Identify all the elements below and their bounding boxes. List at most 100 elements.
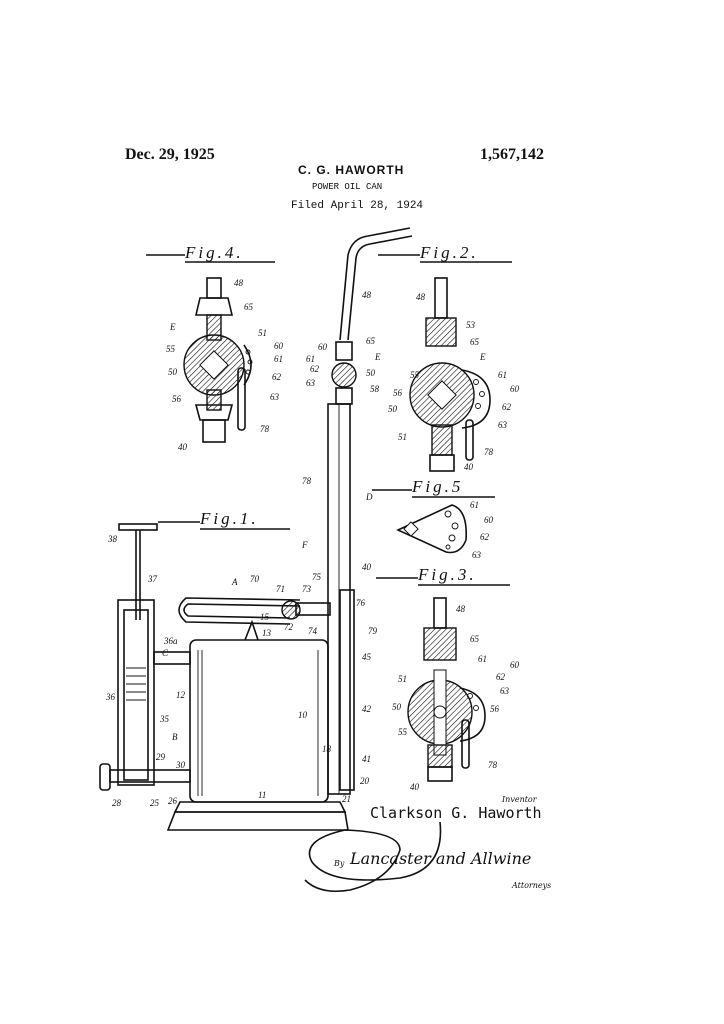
reference-numeral: 11 [258,790,266,800]
reference-numeral: 50 [168,367,178,377]
inventor-name: Clarkson G. Haworth [370,804,542,822]
reference-numeral: 71 [276,584,285,594]
reference-numeral: 48 [456,604,466,614]
reference-numeral: 58 [370,384,380,394]
reference-numeral: 65 [470,634,480,644]
reference-numeral: 38 [107,534,118,544]
reference-numeral: 50 [388,404,398,414]
inventor-label: Inventor [501,795,538,804]
reference-numeral: 63 [498,420,508,430]
reference-numeral: 62 [480,532,490,542]
patent-title: POWER OIL CAN [312,182,383,192]
reference-numeral: 75 [312,572,322,582]
reference-numeral: 60 [318,342,328,352]
signature-block: Inventor Clarkson G. Haworth By Lancaste… [304,795,551,893]
reference-numeral: B [172,732,178,742]
reference-numeral: 45 [362,652,372,662]
patent-number: 1,567,142 [480,146,544,163]
reference-numeral: 56 [393,388,403,398]
reference-numeral: 25 [150,798,160,808]
reference-numeral: 65 [244,302,254,312]
reference-numeral: 40 [410,782,420,792]
reference-numeral: 29 [156,752,166,762]
reference-numeral: 72 [284,622,294,632]
reference-numeral: 41 [362,754,371,764]
reference-numeral: E [169,322,176,332]
reference-numeral: 53 [466,320,476,330]
reference-numeral: 70 [250,574,260,584]
reference-numeral: 48 [416,292,426,302]
reference-numeral: 40 [362,562,372,572]
reference-numeral: 51 [398,432,407,442]
reference-numeral: 60 [510,384,520,394]
reference-numeral: 56 [490,704,500,714]
reference-numeral: 28 [112,798,122,808]
reference-numeral: 48 [362,290,372,300]
reference-numeral: 50 [392,702,402,712]
fig4-label: Fig.4. [184,243,244,262]
reference-numeral: 36a [163,636,178,646]
reference-numeral: 76 [356,598,366,608]
reference-numeral: D [365,492,373,502]
reference-numeral: E [374,352,381,362]
reference-numeral: 74 [308,626,318,636]
inventor-header: C. G. HAWORTH [298,163,405,177]
filing-date: Filed April 28, 1924 [291,200,424,212]
reference-numeral: 13 [262,628,272,638]
reference-numeral: 36 [105,692,116,702]
reference-numeral: C [162,648,169,658]
by-label: By [333,859,345,868]
reference-numeral: 40 [464,462,474,472]
reference-numeral: 15 [260,612,270,622]
fig1-label: Fig.1. [199,509,259,528]
figure-4: Fig.4. 48 65 E 51 55 60 61 50 62 56 63 7… [146,243,284,452]
reference-numeral: 62 [272,372,282,382]
reference-numeral: 50 [366,368,376,378]
reference-numeral: 79 [368,626,378,636]
reference-numeral: 56 [172,394,182,404]
reference-numeral: 21 [342,794,351,804]
reference-numeral: 37 [147,574,158,584]
fig5-label: Fig.5 [411,477,463,496]
reference-numeral: 63 [500,686,510,696]
reference-numeral: 55 [410,370,420,380]
reference-numeral: 61 [498,370,507,380]
figure-3: Fig.3. 48 65 61 60 51 62 63 50 56 55 78 … [376,565,520,792]
reference-numeral: F [301,540,308,550]
fig3-label: Fig.3. [417,565,477,584]
reference-numeral: 60 [510,660,520,670]
reference-numeral: 61 [470,500,479,510]
reference-numeral: 65 [366,336,376,346]
patent-date: Dec. 29, 1925 [125,146,215,163]
reference-numeral: 51 [398,674,407,684]
reference-numeral: 10 [298,710,308,720]
attorney-signature: Lancaster and Allwine [349,849,531,868]
reference-numeral: 78 [484,447,494,457]
reference-numeral: 60 [274,341,284,351]
reference-numeral: 12 [176,690,186,700]
reference-numeral: 62 [496,672,506,682]
reference-numeral: 73 [302,584,312,594]
reference-numeral: 78 [260,424,270,434]
fig1-numerals: 48 65 60 E 62 50 63 58 61 78 D F 40 A 70… [105,290,381,808]
figure-1: Fig.1. 48 [99,227,413,831]
reference-numeral: 78 [488,760,498,770]
reference-numeral: 30 [175,760,186,770]
reference-numeral: 61 [306,354,315,364]
reference-numeral: 20 [360,776,370,786]
reference-numeral: 48 [234,278,244,288]
reference-numeral: 40 [178,442,188,452]
reference-numeral: 63 [270,392,280,402]
fig4-numerals: 48 65 E 51 55 60 61 50 62 56 63 78 40 [166,278,284,452]
reference-numeral: 78 [302,476,312,486]
figure-5: Fig.5 61 60 62 63 [372,477,495,560]
reference-numeral: 61 [274,354,283,364]
reference-numeral: 65 [470,337,480,347]
reference-numeral: 35 [159,714,170,724]
reference-numeral: 62 [310,364,320,374]
fig2-label: Fig.2. [419,243,479,262]
reference-numeral: 62 [502,402,512,412]
figure-2: Fig.2. 48 53 65 E 61 55 60 56 50 62 63 5… [378,243,520,472]
reference-numeral: 61 [478,654,487,664]
